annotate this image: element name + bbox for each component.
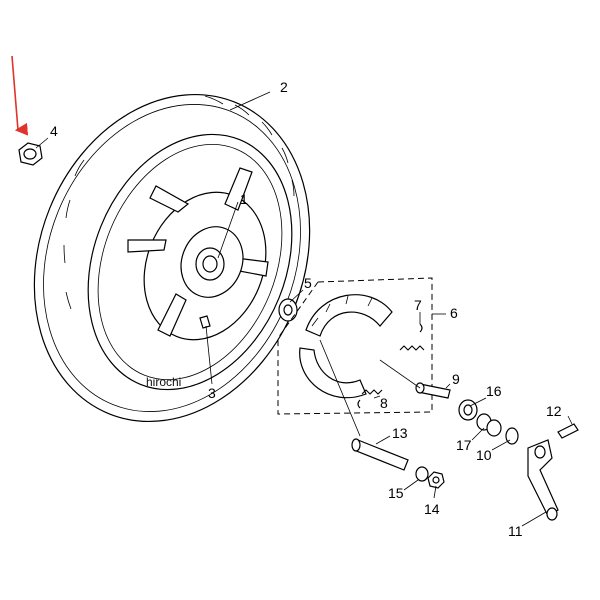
spring-part-7 [399,323,425,351]
callout-10: 10 [476,447,492,463]
seal-part-16 [458,399,478,421]
callout-3: 3 [208,385,216,401]
callout-16: 16 [486,383,502,399]
callout-12: 12 [546,403,562,419]
red-pointer-arrow [11,55,29,136]
callout-4: 4 [50,123,58,139]
o-ring-part-17 [476,413,502,437]
callout-5: 5 [304,275,312,291]
callout-11: 11 [508,523,523,539]
wheel-rim [127,167,269,341]
callout-14: 14 [424,501,440,517]
camshaft-part-9 [415,382,451,399]
callout-15: 15 [388,485,404,501]
callout-6: 6 [450,305,458,321]
callout-2: 2 [280,79,288,95]
callout-7: 7 [414,297,422,313]
axle-part-13 [351,438,409,471]
spring-part-8 [357,389,383,409]
washer-part-10 [505,427,519,445]
brake-shoes [299,294,393,399]
bolt-part-12 [557,423,579,439]
washer-part-5 [278,298,298,322]
brake-shoe-set-box [277,277,433,415]
leader-lines [35,91,573,527]
watermark-text: hirochi [146,375,181,389]
nut-part-14 [427,471,445,489]
washer-part-15 [415,466,429,482]
callout-1: 1 [240,191,248,207]
callout-17: 17 [456,437,472,453]
callout-8: 8 [380,395,388,411]
callout-13: 13 [392,425,408,441]
callout-9: 9 [452,371,460,387]
brake-arm-part-11 [527,439,559,521]
nut-part-4 [18,142,43,166]
